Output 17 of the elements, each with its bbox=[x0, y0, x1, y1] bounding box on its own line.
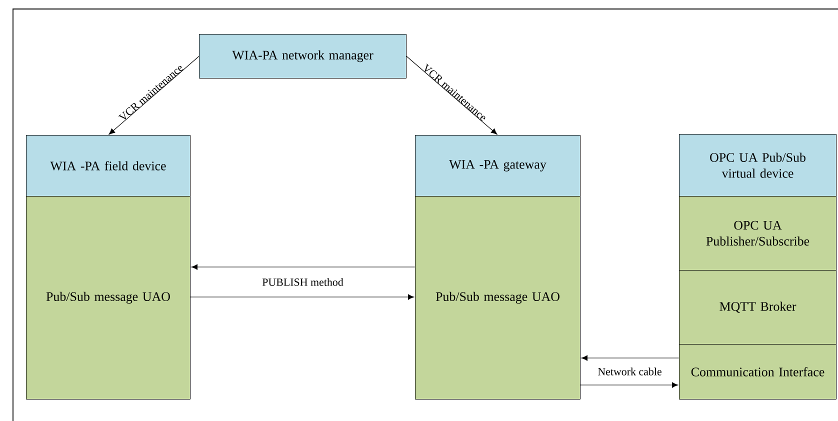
manager-box: WIA-PA network manager bbox=[199, 34, 406, 78]
arrow bbox=[580, 382, 678, 388]
device-header-box: WIA -PA field device bbox=[26, 135, 190, 196]
arrow bbox=[108, 56, 200, 135]
layer-box: Pub/Sub message UAO bbox=[415, 196, 580, 400]
layer-box: Communication Interface bbox=[679, 344, 836, 400]
arrow bbox=[190, 294, 414, 300]
layer-box: OPC UA Publisher/Subscribe bbox=[679, 196, 836, 270]
edge-label: Network cable bbox=[596, 366, 663, 376]
arrow bbox=[406, 56, 498, 135]
layer-box: Pub/Sub message UAO bbox=[26, 196, 190, 400]
device-header-box: OPC UA Pub/Sub virtual device bbox=[679, 134, 836, 196]
device-header-box: WIA -PA gateway bbox=[415, 135, 580, 196]
layer-box: MQTT Broker bbox=[679, 270, 836, 344]
arrow bbox=[191, 264, 416, 270]
edge-label: PUBLISH method bbox=[261, 277, 344, 287]
arrow bbox=[581, 355, 680, 361]
